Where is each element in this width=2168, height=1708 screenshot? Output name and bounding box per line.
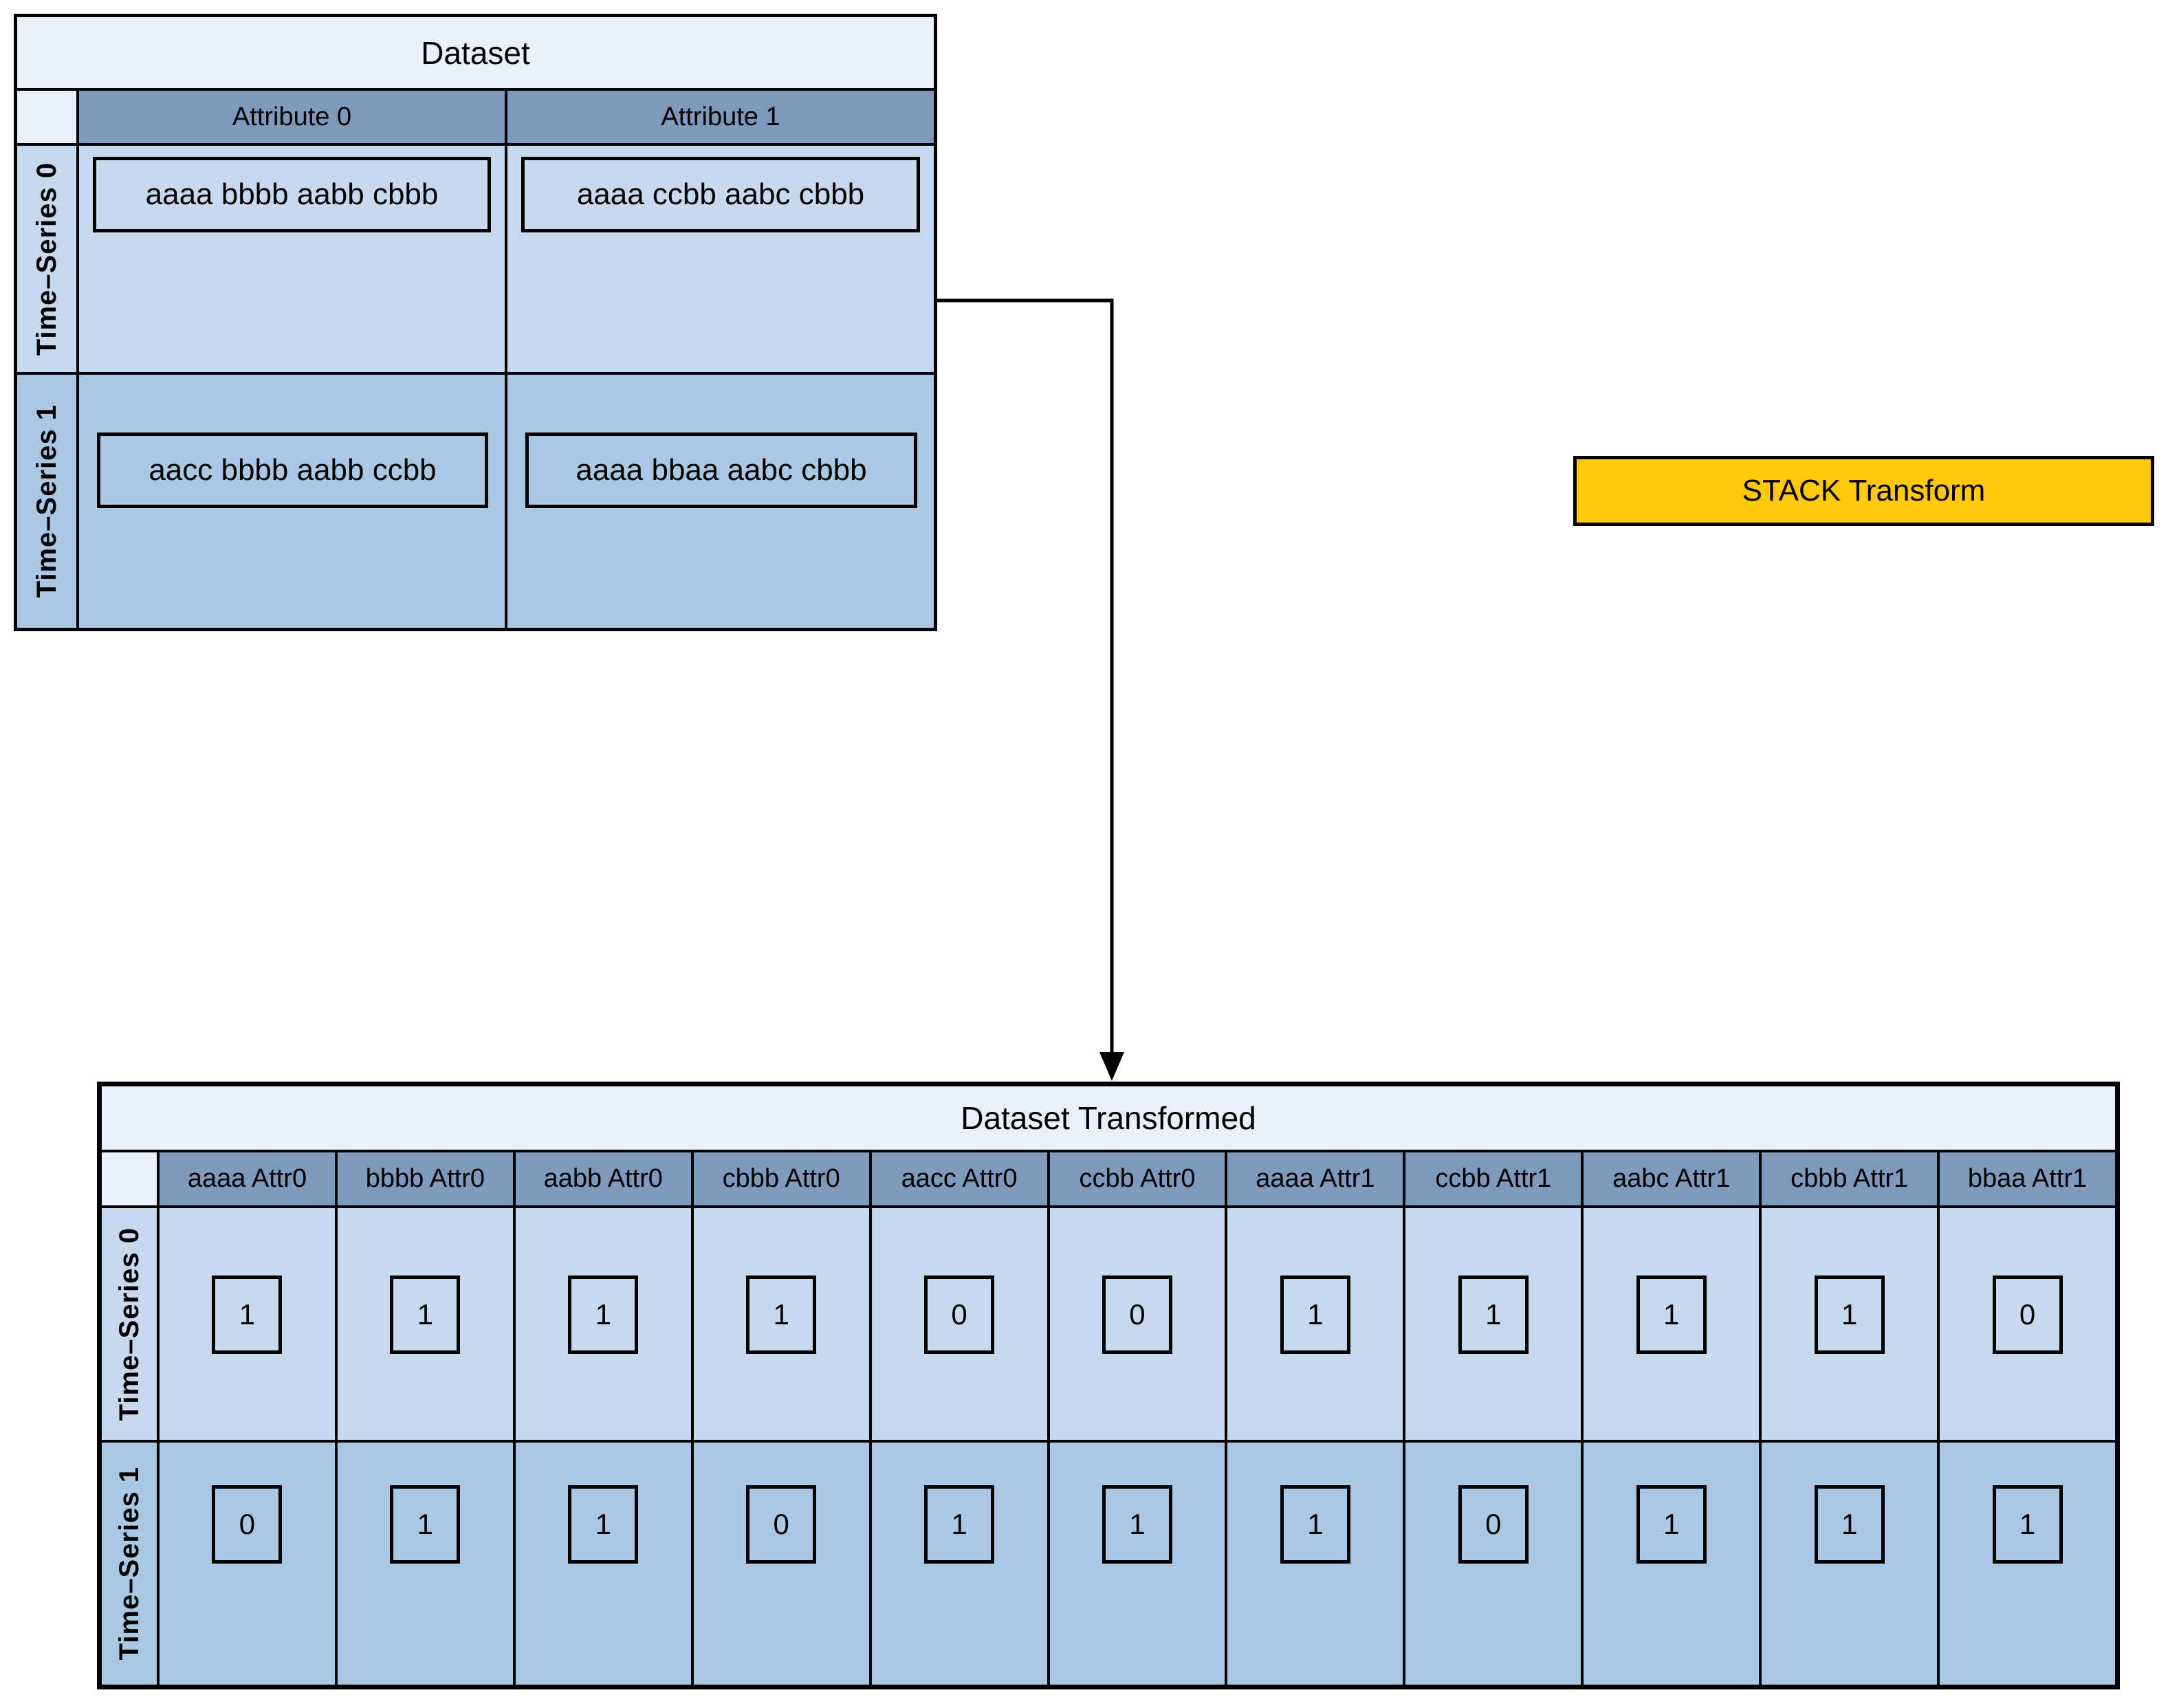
source-value-box: aaaa bbbb aabb cbbb (93, 157, 491, 232)
result-cell: 1 (515, 1443, 691, 1685)
stack-transform-label: STACK Transform (1742, 474, 1986, 507)
result-cell: 1 (160, 1208, 335, 1440)
result-cell: 1 (337, 1443, 513, 1685)
source-value-box: aaaa ccbb aabc cbbb (521, 157, 920, 232)
result-cell: 1 (337, 1208, 513, 1440)
result-value-box: 1 (746, 1275, 817, 1354)
source-cell-ts0-attr0: aaaa bbbb aabb cbbb (79, 146, 505, 372)
source-table-title: Dataset (17, 17, 934, 88)
result-value-box: 1 (1458, 1275, 1529, 1354)
result-cell: 0 (1940, 1208, 2115, 1440)
result-value-box: 0 (1992, 1275, 2063, 1354)
result-value-box: 1 (1814, 1275, 1885, 1354)
result-column-header: aacc Attr0 (871, 1152, 1047, 1205)
result-cell: 1 (1584, 1208, 1760, 1440)
source-cell-ts0-attr1: aaaa ccbb aabc cbbb (507, 146, 934, 372)
result-cell: 1 (1762, 1443, 1938, 1685)
stack-transform-box: STACK Transform (1573, 456, 2154, 526)
row-label-text: Time–Series 1 (31, 404, 62, 598)
result-cell: 0 (1049, 1208, 1225, 1440)
result-row-label-timeseries0: Time–Series 0 (102, 1208, 157, 1440)
row-label-text: Time–Series 0 (31, 162, 62, 356)
result-column-header: aabc Attr1 (1584, 1152, 1760, 1205)
result-cell: 1 (693, 1208, 869, 1440)
result-value-box: 1 (924, 1485, 995, 1564)
result-column-header: ccbb Attr1 (1405, 1152, 1581, 1205)
result-value-box: 1 (568, 1485, 639, 1564)
result-cell: 1 (515, 1208, 691, 1440)
row-label-text: Time–Series 1 (113, 1467, 144, 1661)
result-cell: 1 (1227, 1208, 1403, 1440)
result-table-corner-cell (102, 1152, 157, 1205)
result-table-title: Dataset Transformed (102, 1086, 2115, 1150)
result-cell: 1 (1227, 1443, 1403, 1685)
result-value-box: 0 (1458, 1485, 1529, 1564)
source-value-box: aaaa bbaa aabc cbbb (525, 433, 917, 508)
result-value-box: 1 (1102, 1485, 1172, 1564)
result-value-box: 1 (1814, 1485, 1885, 1564)
result-value-box: 1 (1636, 1275, 1707, 1354)
result-table: Dataset Transformed aaaa Attr0 bbbb Attr… (97, 1082, 2120, 1689)
source-cell-ts1-attr1: aaaa bbaa aabc cbbb (507, 375, 934, 628)
source-column-header-attribute0: Attribute 0 (79, 91, 505, 143)
result-value-box: 1 (568, 1275, 639, 1354)
result-value-box: 1 (1280, 1275, 1350, 1354)
source-table-corner-cell (17, 91, 76, 143)
result-value-box: 1 (1992, 1485, 2063, 1564)
result-column-header: aaaa Attr1 (1227, 1152, 1403, 1205)
result-cell: 1 (871, 1443, 1047, 1685)
source-table: Dataset Attribute 0 Attribute 1 Time–Ser… (14, 14, 937, 631)
source-value-box: aacc bbbb aabb ccbb (97, 433, 488, 508)
result-column-header: cbbb Attr0 (693, 1152, 869, 1205)
result-cell: 0 (693, 1443, 869, 1685)
result-value-box: 0 (1102, 1275, 1172, 1354)
result-cell: 1 (1584, 1443, 1760, 1685)
result-value-box: 0 (746, 1485, 817, 1564)
result-cell: 1 (1049, 1443, 1225, 1685)
result-value-box: 1 (1636, 1485, 1707, 1564)
source-cell-ts1-attr0: aacc bbbb aabb ccbb (79, 375, 505, 628)
result-value-box: 1 (390, 1485, 461, 1564)
source-column-header-attribute1: Attribute 1 (507, 91, 934, 143)
result-column-header: bbaa Attr1 (1940, 1152, 2115, 1205)
result-value-box: 1 (390, 1275, 461, 1354)
result-cell: 0 (160, 1443, 335, 1685)
result-column-header: cbbb Attr1 (1762, 1152, 1938, 1205)
result-cell: 1 (1940, 1443, 2115, 1685)
result-column-header: bbbb Attr0 (337, 1152, 513, 1205)
result-value-box: 1 (1280, 1485, 1350, 1564)
result-value-box: 0 (212, 1485, 283, 1564)
result-cell: 1 (1405, 1208, 1581, 1440)
result-value-box: 0 (924, 1275, 995, 1354)
result-column-header: aaaa Attr0 (160, 1152, 335, 1205)
result-column-header: ccbb Attr0 (1049, 1152, 1225, 1205)
result-column-header: aabb Attr0 (515, 1152, 691, 1205)
source-row-label-timeseries1: Time–Series 1 (17, 375, 76, 628)
result-cell: 1 (1762, 1208, 1938, 1440)
source-row-label-timeseries0: Time–Series 0 (17, 146, 76, 372)
result-cell: 0 (1405, 1443, 1581, 1685)
result-row-label-timeseries1: Time–Series 1 (102, 1443, 157, 1685)
row-label-text: Time–Series 0 (113, 1227, 144, 1421)
result-value-box: 1 (212, 1275, 283, 1354)
result-cell: 0 (871, 1208, 1047, 1440)
